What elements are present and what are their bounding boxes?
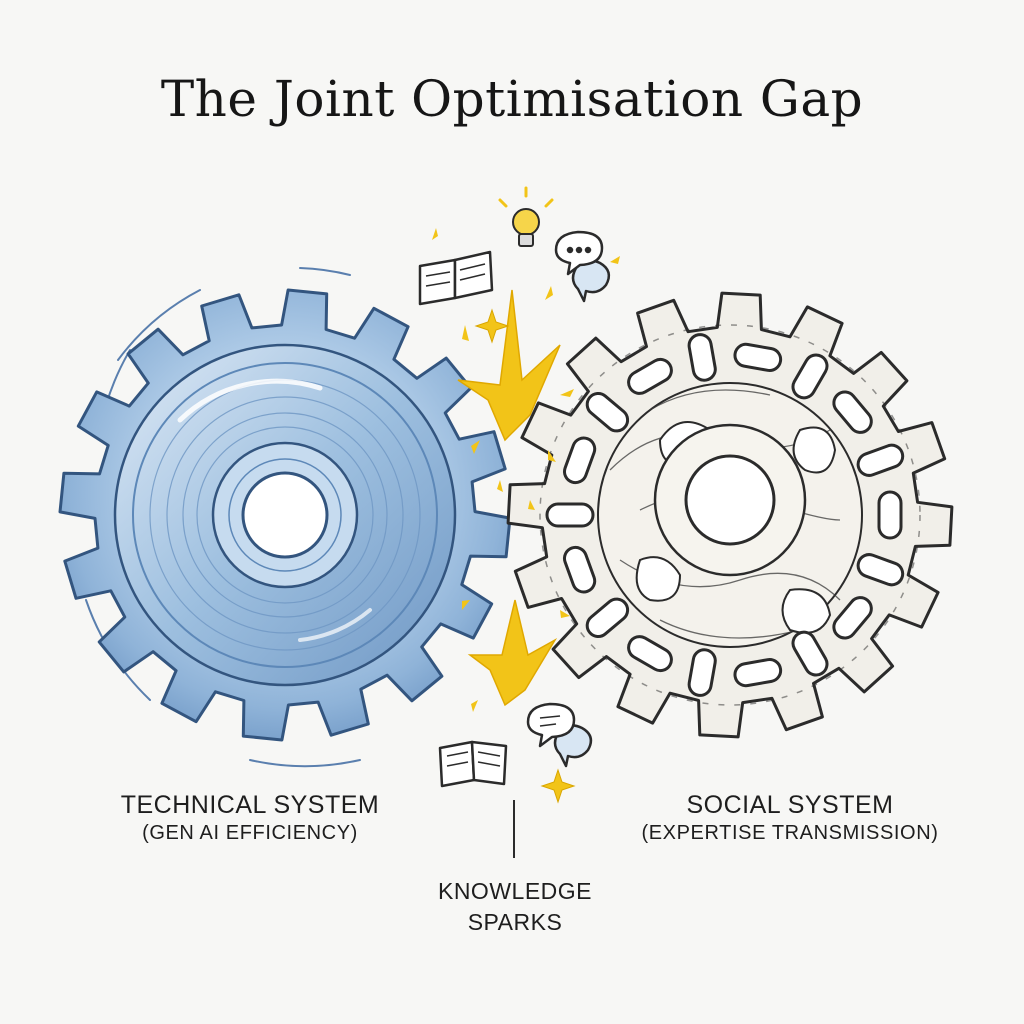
page-title: The Joint Optimisation Gap: [160, 70, 864, 128]
chain-link: [585, 597, 630, 639]
chain-link: [733, 658, 783, 688]
light-bulb-icon: [498, 186, 554, 247]
chain-link: [627, 357, 673, 395]
gear-hole: [241, 471, 329, 559]
chain-link: [687, 333, 717, 382]
chain-link: [733, 342, 783, 372]
technical-gear: [58, 288, 512, 742]
social-system-subtitle: (EXPERTISE TRANSMISSION): [641, 822, 939, 845]
gear-hole: [684, 454, 776, 546]
chain-link: [877, 490, 903, 540]
chain-link: [832, 596, 873, 640]
chain-link: [562, 436, 597, 485]
chain-link: [627, 635, 673, 673]
social-system-title: SOCIAL SYSTEM: [686, 791, 894, 819]
chain-link: [562, 545, 597, 594]
technical-system-label: TECHNICAL SYSTEM (GEN AI EFFICIENCY): [80, 790, 420, 846]
social-system-label: SOCIAL SYSTEM (EXPERTISE TRANSMISSION): [600, 790, 980, 846]
chain-link: [791, 353, 829, 400]
chain-link: [856, 553, 905, 587]
chain-link: [856, 443, 905, 477]
social-gear: [506, 291, 954, 739]
chain-ring: [545, 333, 905, 697]
knowledge-sparks-label: KNOWLEDGE SPARKS: [400, 876, 630, 938]
chain-link: [832, 390, 873, 434]
open-book-icon: [418, 250, 508, 788]
sparkle-icon: [474, 308, 576, 804]
speech-bubbles-icon: [526, 230, 611, 768]
chain-link: [545, 502, 595, 528]
knowledge-sparks-line2: SPARKS: [467, 909, 563, 936]
chain-link: [585, 391, 630, 433]
knowledge-sparks: [432, 228, 620, 730]
chain-link: [687, 648, 717, 697]
technical-system-subtitle: (GEN AI EFFICIENCY): [142, 822, 358, 845]
knowledge-sparks-line1: KNOWLEDGE: [437, 878, 593, 904]
chain-link: [791, 630, 829, 677]
technical-system-title: TECHNICAL SYSTEM: [120, 791, 380, 819]
